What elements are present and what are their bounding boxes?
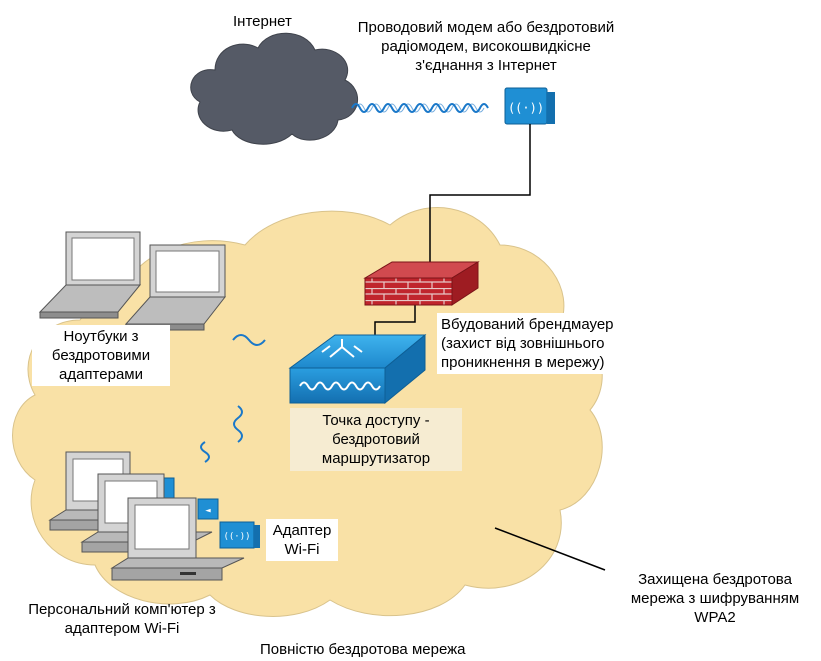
modem-wave: [351, 103, 489, 113]
access-point-label: Точка доступу - бездротовий маршрутизато…: [290, 408, 462, 471]
wireless-signal: [232, 334, 266, 346]
firewall-icon: [363, 261, 480, 306]
modem-label: Проводовий модем або бездротовий радіомо…: [357, 19, 615, 74]
secure-network-label: Захищена бездротова мережа з шифруванням…: [630, 571, 800, 626]
modem-icon: ((·)): [504, 87, 555, 125]
laptops-label: Ноутбуки з бездротовими адаптерами: [32, 325, 170, 386]
wifi-adapter-icon: ((·)): [219, 521, 260, 549]
desktop-pc-icon: [110, 497, 245, 581]
access-point-icon: [288, 333, 427, 405]
laptop-icon: [38, 231, 142, 319]
svg-text:((·)): ((·)): [223, 532, 250, 542]
caption: Повністю бездротова мережа: [260, 641, 466, 658]
svg-text:((·)): ((·)): [508, 101, 544, 115]
laptop-icon: [124, 244, 227, 331]
firewall-label: Вбудований брендмауер (захист від зовніш…: [437, 313, 618, 374]
svg-text:◄: ◄: [205, 506, 211, 516]
adapter-label: Адаптер Wi-Fi: [266, 519, 338, 561]
internet-cloud-icon: [190, 32, 359, 145]
pc-label: Персональний комп'ютер з адаптером Wi-Fi: [28, 601, 216, 637]
internet-label: Інтернет: [233, 13, 292, 30]
